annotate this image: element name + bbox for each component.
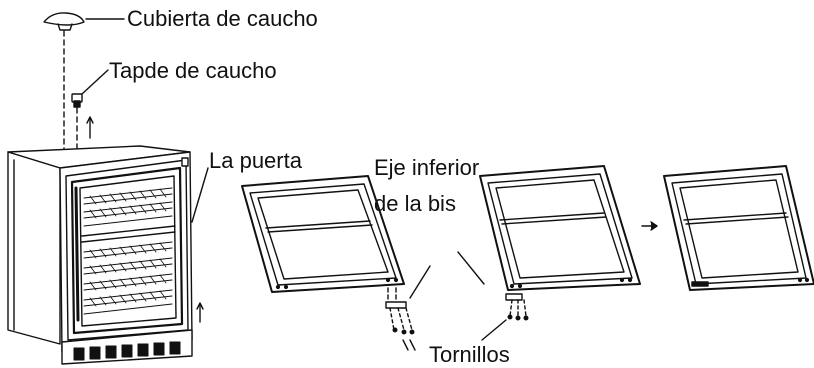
rubber-plug-label: Tapde de caucho [109,58,277,83]
step-arrow-1 [457,251,485,285]
door-panel-2 [479,165,641,291]
door-label: La puerta [209,148,302,173]
lower-hinge-2 [505,293,529,321]
step-arrow-2-head [650,221,658,231]
lower-hinge-label-line2: de la bis [374,191,456,216]
lower-hinge-label-line1: Eje inferior [374,155,480,180]
rubber-cover-part [43,12,85,31]
lower-hinge-1 [385,287,416,351]
screws-leader [481,319,507,341]
wine-cooler-cabinet [7,145,204,365]
rubber-plug-part [71,93,83,108]
rubber-cover-label: Cubierta de caucho [127,6,318,31]
door-panel-1 [241,175,405,293]
rubber-plug-leader [81,69,109,95]
door-panel-3 [663,165,814,291]
screws-label: Tornillos [429,342,510,367]
lower-hinge-leader [409,265,431,299]
plug-lift-arrowhead [86,116,94,124]
door-leader [191,167,209,223]
